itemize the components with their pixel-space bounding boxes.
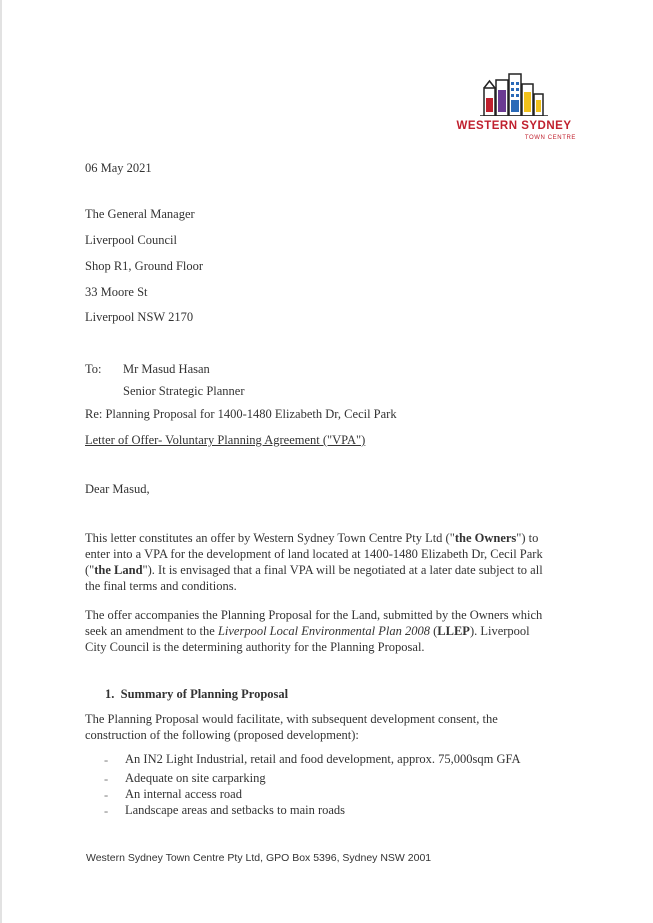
page-edge: [0, 0, 2, 923]
llep-abbrev: LLEP: [437, 624, 470, 638]
logo-title: WESTERN SYDNEY: [456, 120, 572, 132]
to-label: To:: [85, 362, 102, 376]
list-item: Landscape areas and setbacks to main roa…: [125, 803, 346, 817]
list-item: An internal access road: [125, 787, 242, 801]
bullet-marker: -: [104, 804, 109, 818]
address-line-1: The General Manager: [85, 207, 195, 221]
section-heading: 1. Summary of Planning Proposal: [105, 687, 289, 701]
recipient-title: Senior Strategic Planner: [123, 384, 245, 398]
paragraph-offer: This letter constitutes an offer by West…: [85, 531, 543, 593]
list-item: Adequate on site carparking: [125, 771, 266, 785]
bullet-marker: -: [104, 772, 109, 786]
page-footer: Western Sydney Town Centre Pty Ltd, GPO …: [86, 852, 432, 864]
address-line-2: Liverpool Council: [85, 233, 177, 247]
owners-term: the Owners: [454, 531, 517, 545]
land-term: the Land: [94, 563, 143, 577]
salutation: Dear Masud,: [85, 482, 150, 496]
llep-title: Liverpool Local Environmental Plan 2008: [217, 624, 430, 638]
logo-subtitle: TOWN CENTRE: [524, 135, 576, 141]
bullet-marker: -: [104, 753, 109, 767]
bullet-marker: -: [104, 788, 109, 802]
paragraph-proposal: The offer accompanies the Planning Propo…: [85, 608, 543, 654]
section-intro: The Planning Proposal would facilitate, …: [85, 712, 498, 742]
letter-date: 06 May 2021: [85, 161, 152, 175]
re-line: Re: Planning Proposal for 1400-1480 Eliz…: [85, 407, 397, 421]
company-logo: WESTERN SYDNEY TOWN CENTRE: [452, 70, 580, 150]
subject-line: Letter of Offer- Voluntary Planning Agre…: [85, 433, 366, 447]
city-buildings-icon: [480, 73, 548, 116]
recipient-name: Mr Masud Hasan: [123, 362, 210, 376]
address-line-5: Liverpool NSW 2170: [85, 310, 194, 324]
address-line-3: Shop R1, Ground Floor: [85, 259, 204, 273]
address-line-4: 33 Moore St: [85, 285, 148, 299]
list-item: An IN2 Light Industrial, retail and food…: [125, 752, 521, 766]
